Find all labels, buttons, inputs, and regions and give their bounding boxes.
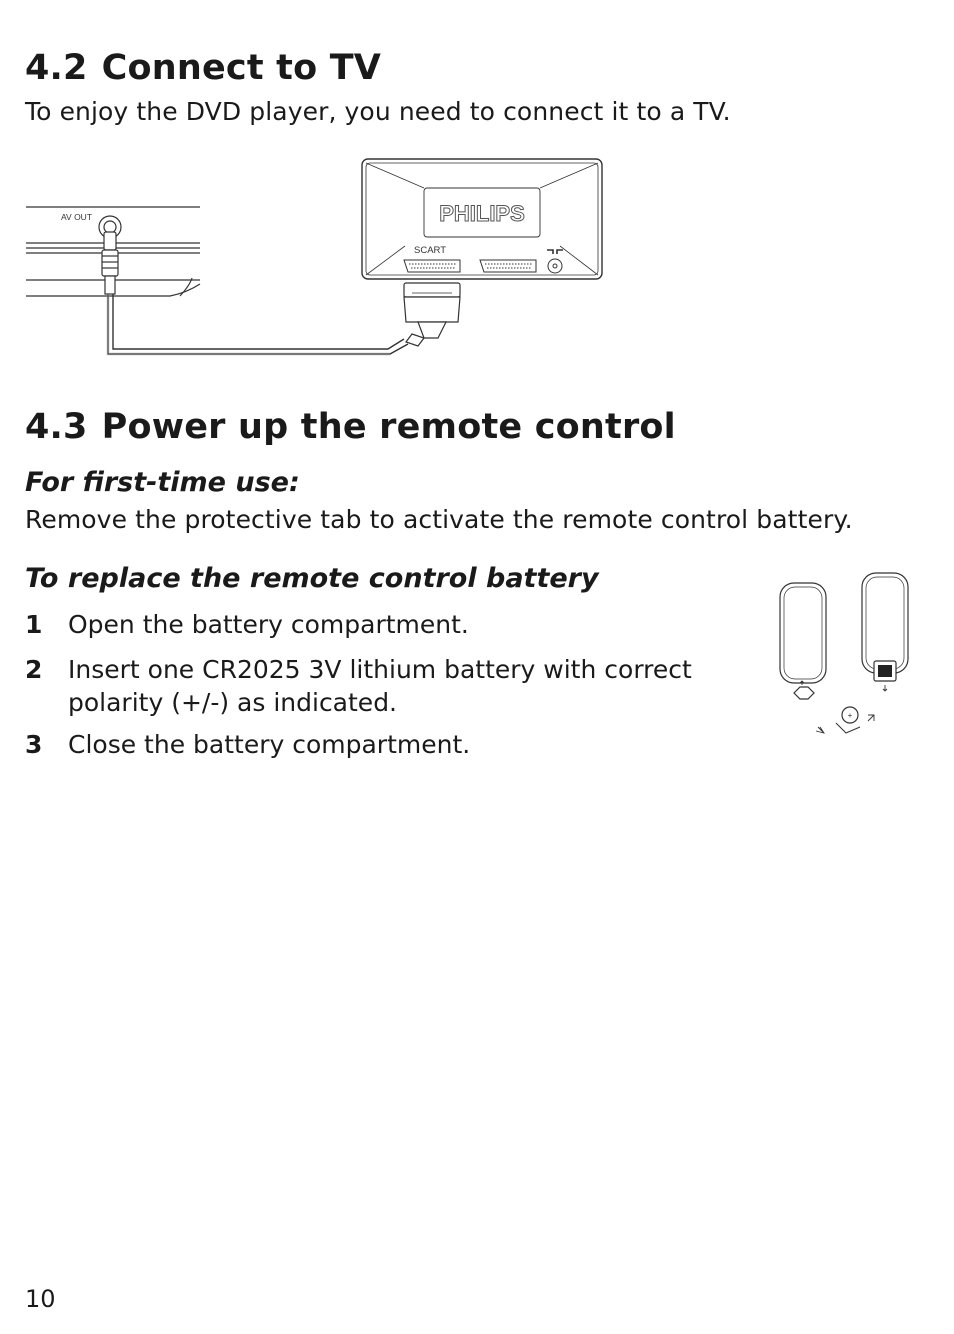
remote-control-icon — [779, 582, 827, 684]
coin-battery-icon — [841, 706, 859, 724]
section-number: 4.2 — [25, 48, 88, 88]
scart-label: SCART — [414, 245, 446, 256]
cable — [107, 294, 409, 355]
connect-intro-text: To enjoy the DVD player, you need to con… — [25, 97, 731, 126]
section-4-3-heading: 4.3 Power up the remote control — [25, 407, 676, 447]
tv-back-illustration — [361, 158, 603, 280]
scart-socket-1 — [403, 259, 461, 273]
step-text: Close the battery compartment. — [68, 730, 471, 759]
first-use-heading: For first-time use: — [25, 467, 300, 498]
step-number: 1 — [25, 610, 43, 639]
step-number: 2 — [25, 655, 43, 684]
step-number: 3 — [25, 730, 43, 759]
scart-plug — [403, 282, 461, 347]
tv-brand-logo: PHILIPS — [439, 201, 525, 226]
av-plug — [101, 231, 119, 295]
scart-socket-2 — [479, 259, 537, 273]
step-text: Open the battery compartment. — [68, 610, 469, 639]
page-number: 10 — [25, 1285, 56, 1313]
tv-connection-diagram: AV OUT PHILIPS SCART — [26, 158, 603, 356]
remote-battery-illustration: + — [779, 572, 909, 734]
section-number: 4.3 — [25, 407, 88, 447]
section-title: Power up the remote control — [101, 407, 676, 447]
antenna-socket-icon — [547, 249, 563, 274]
section-title: Connect to TV — [101, 48, 382, 88]
replace-battery-heading: To replace the remote control battery — [25, 563, 599, 594]
av-out-label: AV OUT — [61, 212, 92, 222]
section-4-2-heading: 4.2 Connect to TV — [25, 48, 381, 88]
first-use-text: Remove the protective tab to activate th… — [25, 505, 853, 534]
svg-text:+: + — [848, 711, 853, 720]
step-text: Insert one CR2025 3V lithium battery wit… — [68, 655, 692, 717]
